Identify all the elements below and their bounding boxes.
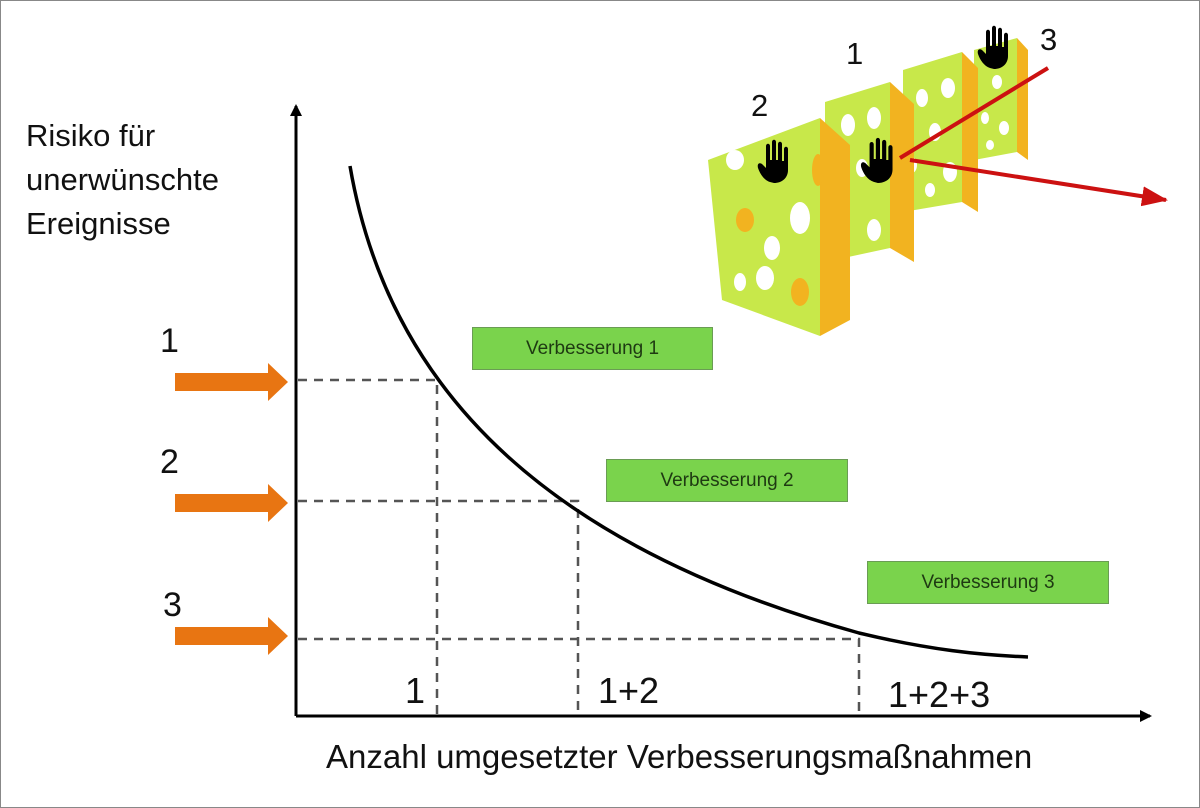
improvement-box-2: Verbesserung 2 xyxy=(606,459,848,502)
x-tick-1-2-3: 1+2+3 xyxy=(888,674,991,715)
improvement-box-3: Verbesserung 3 xyxy=(867,561,1109,604)
level-arrow-3 xyxy=(175,617,288,655)
risk-level-3: 3 xyxy=(163,586,182,624)
cheese-slice-number-2: 2 xyxy=(751,88,769,123)
x-axis-label: Anzahl umgesetzter Verbesserungsmaßnahme… xyxy=(326,738,1033,775)
swiss-cheese-model xyxy=(708,25,1168,336)
hazard-line-back xyxy=(898,66,1050,160)
cheese-slice-number-1: 1 xyxy=(846,36,864,71)
hazard-arrow xyxy=(909,158,1168,207)
risk-level-1: 1 xyxy=(160,322,179,360)
x-tick-1: 1 xyxy=(405,670,426,711)
x-tick-1-2: 1+2 xyxy=(598,670,660,711)
y-axis-label: Risiko für unerwünschte Ereignisse xyxy=(26,114,219,246)
y-axis-label-line-2: unerwünschte xyxy=(26,162,220,197)
cheese-slice-1 xyxy=(708,118,850,336)
risk-level-2: 2 xyxy=(160,443,179,481)
guide-level-1 xyxy=(298,378,439,716)
y-axis-label-line-1: Risiko für xyxy=(26,118,156,153)
improvement-box-1: Verbesserung 1 xyxy=(472,327,713,370)
level-arrow-2 xyxy=(175,484,288,522)
risk-curve xyxy=(348,165,1029,659)
level-arrow-1 xyxy=(175,363,288,401)
cheese-slice-number-3: 3 xyxy=(1040,22,1058,57)
guide-level-2 xyxy=(298,499,580,716)
y-axis-label-line-3: Ereignisse xyxy=(26,206,171,241)
guide-level-3 xyxy=(298,637,861,716)
